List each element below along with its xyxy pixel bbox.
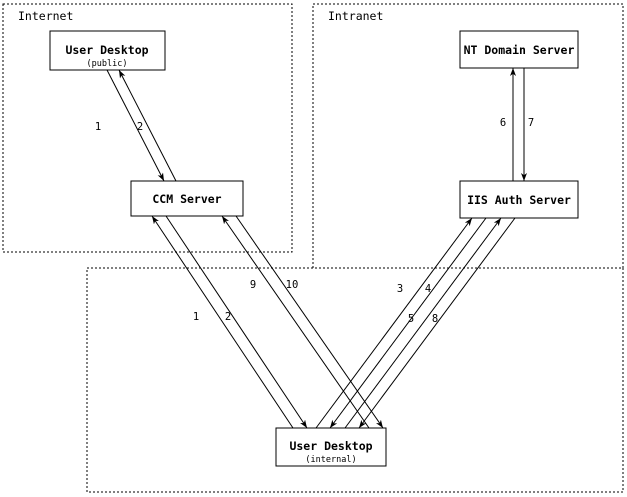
node-box-user-desktop-public[interactable] bbox=[49, 30, 166, 71]
flow-arrow-flow-1-internal bbox=[151, 215, 294, 429]
flow-arrow-flow-1-public bbox=[106, 69, 165, 182]
node-user-desktop-public[interactable]: User Desktop (public) bbox=[49, 30, 166, 71]
node-title-user-desktop-public: User Desktop bbox=[65, 43, 148, 57]
zone-boundary-internal-zone bbox=[86, 267, 624, 493]
node-title-nt-domain-server: NT Domain Server bbox=[464, 43, 575, 57]
flow-step-label-flow-9: 9 bbox=[250, 279, 256, 291]
zone-label-intranet: Intranet bbox=[328, 9, 383, 23]
node-subtitle-user-desktop-public: (public) bbox=[87, 59, 128, 69]
node-nt-domain-server[interactable]: NT Domain Server bbox=[459, 30, 579, 69]
node-user-desktop-internal[interactable]: User Desktop (internal) bbox=[275, 427, 387, 467]
flow-step-label-flow-8: 8 bbox=[432, 313, 438, 325]
node-title-iis-auth-server: IIS Auth Server bbox=[467, 193, 571, 207]
flow-arrow-flow-2-public bbox=[118, 69, 177, 182]
flow-step-label-flow-2-public: 2 bbox=[137, 121, 143, 133]
flow-step-label-flow-1-internal: 1 bbox=[193, 311, 199, 323]
node-box-user-desktop-internal[interactable] bbox=[275, 427, 387, 467]
flow-arrow-flow-9 bbox=[221, 215, 370, 429]
flow-arrow-flow-10 bbox=[235, 215, 384, 429]
zones-layer: Internet Intranet bbox=[2, 3, 624, 493]
node-ccm-server[interactable]: CCM Server bbox=[130, 180, 244, 217]
node-iis-auth-server[interactable]: IIS Auth Server bbox=[459, 180, 579, 219]
zone-internet: Internet bbox=[2, 3, 293, 253]
flow-arrow-flow-8 bbox=[358, 217, 516, 429]
flow-step-label-flow-10: 10 bbox=[286, 279, 299, 291]
node-subtitle-user-desktop-internal: (internal) bbox=[305, 455, 356, 465]
zone-internal-zone bbox=[86, 267, 624, 493]
node-box-nt-domain-server[interactable] bbox=[459, 30, 579, 69]
flow-arrow-flow-3 bbox=[315, 217, 473, 429]
flow-step-label-flow-5: 5 bbox=[408, 313, 414, 325]
flow-step-label-flow-2-internal: 2 bbox=[225, 311, 231, 323]
zone-boundary-internet bbox=[2, 3, 293, 253]
flow-step-label-flow-6: 6 bbox=[500, 117, 506, 129]
flow-arrow-flow-4 bbox=[329, 217, 487, 429]
flow-step-label-flow-3: 3 bbox=[397, 283, 403, 295]
node-title-user-desktop-internal: User Desktop bbox=[289, 439, 372, 453]
node-title-ccm-server: CCM Server bbox=[152, 192, 221, 206]
node-box-iis-auth-server[interactable] bbox=[459, 180, 579, 219]
flow-step-label-flow-4: 4 bbox=[425, 283, 431, 295]
flow-arrow-flow-5 bbox=[344, 217, 502, 429]
zone-label-internet: Internet bbox=[18, 9, 73, 23]
node-box-ccm-server[interactable] bbox=[130, 180, 244, 217]
flow-step-label-flow-1-public: 1 bbox=[95, 121, 101, 133]
flow-arrow-flow-2-internal bbox=[165, 215, 308, 429]
nodes-layer: User Desktop (public) CCM Server NT Domain … bbox=[49, 30, 579, 467]
flow-labels-layer: 1 2 1 2 9 10 3 4 5 8 6 7 bbox=[95, 117, 534, 325]
flows-layer bbox=[106, 68, 527, 429]
flow-step-label-flow-7: 7 bbox=[528, 117, 534, 129]
